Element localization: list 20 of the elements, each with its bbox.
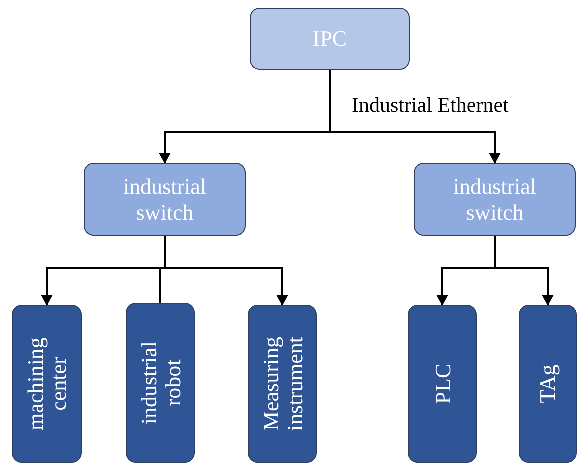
device-box: [248, 305, 317, 463]
switch-box: [84, 163, 246, 236]
node-label: industrial switch: [122, 174, 208, 225]
switch-box: [414, 163, 576, 236]
device-box: [408, 305, 477, 463]
node-label: industrial switch: [452, 174, 538, 225]
node-label: TAg: [536, 364, 560, 404]
node-label: PLC: [430, 364, 454, 404]
node-label: IPC: [312, 26, 348, 52]
device-box: [126, 303, 195, 463]
device-box: [12, 305, 82, 463]
node-label: machining center: [24, 336, 70, 432]
connector-arrow: [329, 70, 501, 164]
network-label: Industrial Ethernet: [352, 92, 509, 119]
device-box: [519, 305, 577, 463]
connector-arrow: [494, 236, 554, 306]
connector-arrow: [164, 236, 288, 306]
node-label: Measuring instrument: [259, 336, 306, 434]
node-label: industrial robot: [137, 340, 184, 427]
process-box: [250, 8, 410, 70]
